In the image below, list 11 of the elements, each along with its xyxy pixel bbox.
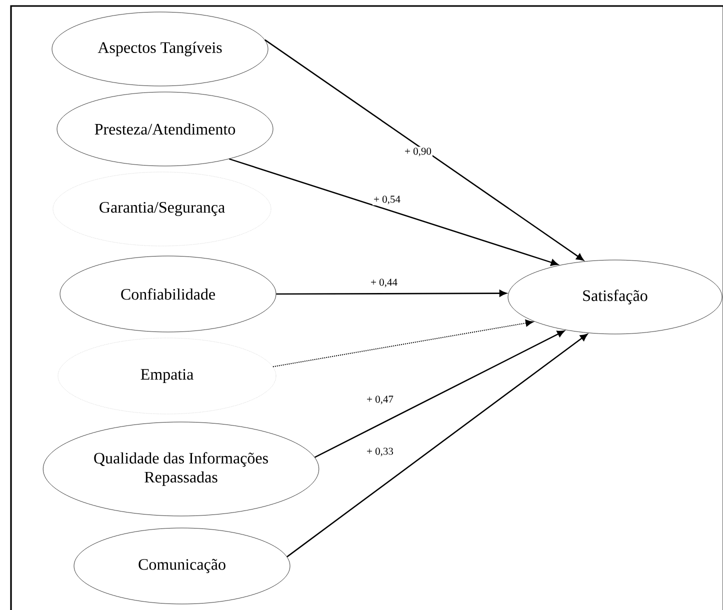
edge-label: + 0,33 <box>366 446 394 458</box>
arrow <box>264 39 584 261</box>
edge-label: + 0,47 <box>366 394 394 406</box>
edge-label: + 0,44 <box>370 278 398 288</box>
edge-label: + 0,90 <box>404 146 432 158</box>
arrow <box>229 158 558 266</box>
arrow <box>314 330 565 458</box>
arrow <box>276 290 507 297</box>
arrow <box>286 334 588 558</box>
edge-label: + 0,54 <box>372 194 402 206</box>
arrow <box>272 320 534 368</box>
